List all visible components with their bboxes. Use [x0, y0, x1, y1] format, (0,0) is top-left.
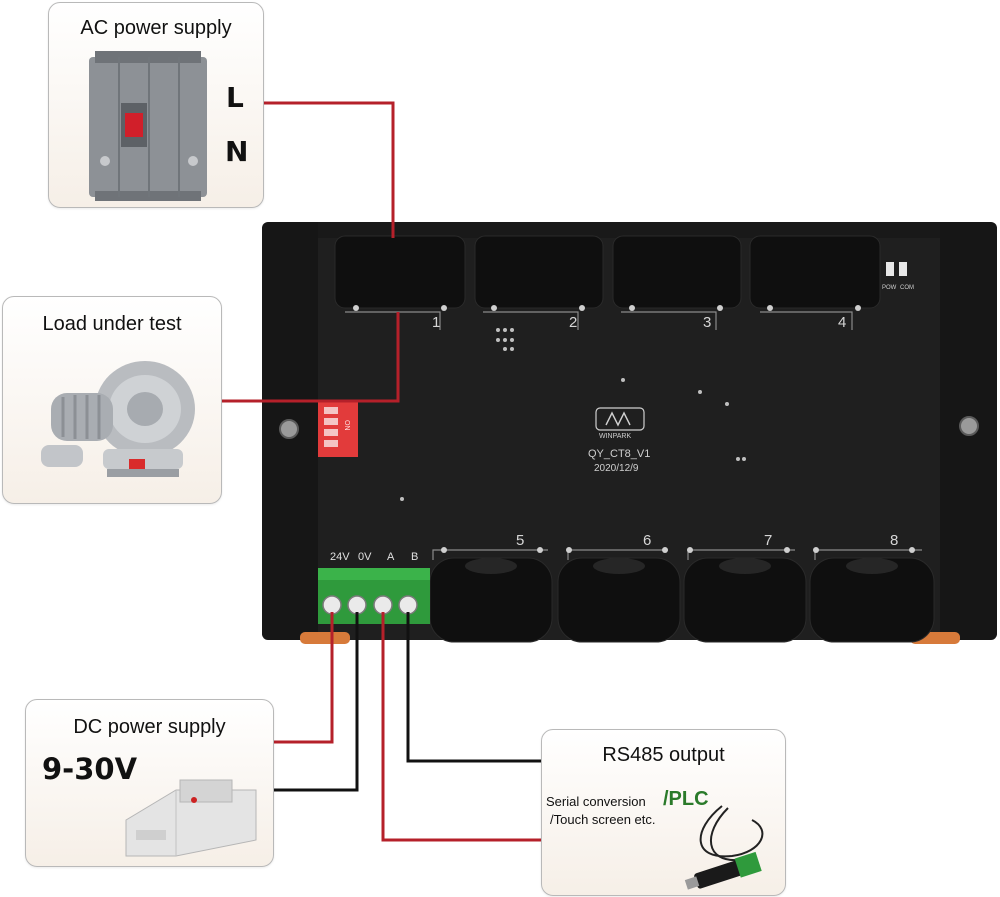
channel-label-6: 6 — [643, 532, 651, 549]
blower-motor-icon — [41, 361, 195, 477]
ct-bottom-8 — [809, 557, 935, 643]
wire-rs485-b — [406, 612, 541, 763]
terminal-label-b: B — [411, 551, 418, 563]
din-power-supply-icon — [125, 779, 257, 857]
dc-power-title: DC power supply — [73, 716, 226, 738]
brand-name: WINPARK — [599, 433, 631, 440]
model-number: QY_CT8_V1 — [588, 448, 650, 460]
channel-label-2: 2 — [569, 314, 577, 331]
ac-line-label: L — [226, 81, 244, 114]
ct-bottom-5 — [429, 557, 553, 643]
dc-voltage-range: 9-30V — [42, 752, 138, 786]
rs485-serial-conversion: Serial conversion — [546, 794, 646, 809]
channel-label-1: 1 — [432, 314, 440, 331]
terminal-block[interactable] — [318, 568, 430, 624]
ac-power-card: AC power supply L N — [48, 2, 264, 208]
channel-label-5: 5 — [516, 532, 524, 549]
rs485-touch-screen: /Touch screen etc. — [550, 812, 656, 827]
wire-dc-24v — [272, 612, 334, 744]
rs485-card: RS485 output Serial conversion /PLC /Tou… — [541, 729, 786, 896]
load-title: Load under test — [42, 313, 182, 335]
revision-date: 2020/12/9 — [594, 463, 639, 474]
ac-neutral-label: N — [225, 135, 249, 168]
rs485-plc: /PLC — [663, 788, 709, 810]
dip-on-label: ON — [343, 420, 350, 431]
dc-power-card: DC power supply 9-30V — [25, 699, 274, 867]
terminal-label-0v: 0V — [358, 551, 372, 563]
channel-label-3: 3 — [703, 314, 711, 331]
dip-switch[interactable]: ON — [318, 401, 358, 457]
ct-bottom-7 — [683, 557, 807, 643]
ct-top-2 — [474, 235, 604, 311]
wire-dc-0v — [272, 612, 359, 792]
led-label-pow: POW — [882, 285, 897, 291]
rs485-title: RS485 output — [602, 744, 725, 766]
screw-right — [959, 416, 979, 436]
wire-load — [220, 312, 400, 403]
ct-top-4 — [749, 235, 881, 311]
brand-logo: WINPARK — [595, 407, 645, 440]
terminal-label-24v: 24V — [330, 551, 350, 563]
terminal-label-a: A — [387, 551, 395, 563]
load-card: Load under test — [2, 296, 222, 504]
led-label-com: COM — [900, 285, 914, 291]
usb-rs485-adapter-icon — [684, 805, 764, 890]
circuit-breaker-icon — [89, 51, 207, 201]
screw-left — [279, 419, 299, 439]
ct-bottom-6 — [557, 557, 681, 643]
wire-ac-line — [262, 101, 395, 238]
ct-top-3 — [612, 235, 742, 311]
ac-power-title: AC power supply — [80, 17, 232, 39]
foot-left — [300, 632, 350, 644]
channel-label-7: 7 — [764, 532, 772, 549]
channel-label-4: 4 — [838, 314, 846, 331]
ct-top-1 — [334, 235, 466, 311]
channel-label-8: 8 — [890, 532, 898, 549]
wire-rs485-a — [381, 612, 541, 842]
status-leds: POW COM — [882, 262, 914, 291]
